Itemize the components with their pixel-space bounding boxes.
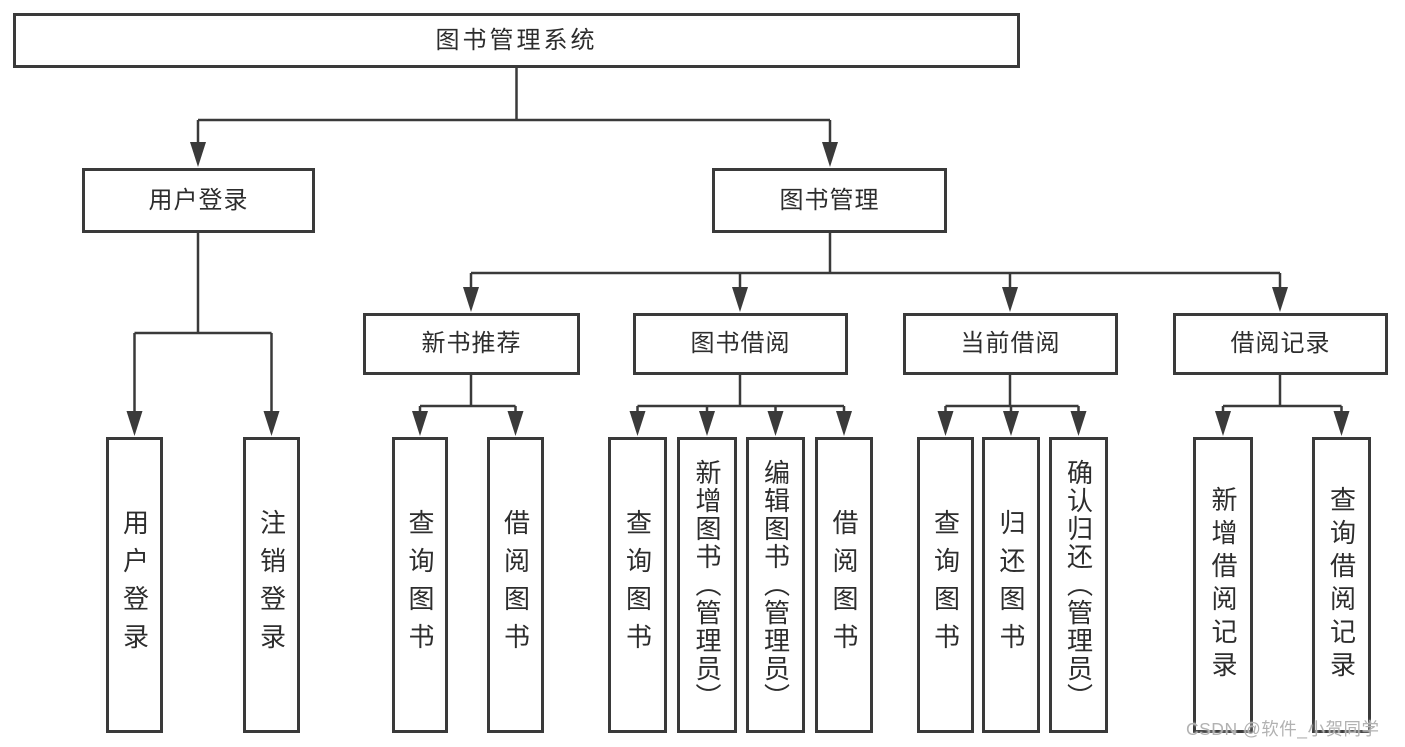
- node-label: 新增图书（管理员）: [692, 459, 722, 711]
- node-label: 借阅图书: [500, 509, 531, 661]
- node-label: 新增借阅记录: [1208, 486, 1238, 684]
- node-logout-leaf: 注销登录: [243, 437, 300, 733]
- arrowheads: [126, 142, 1350, 436]
- node-add-borrow-record: 新增借阅记录: [1193, 437, 1253, 733]
- node-user-login-leaf: 用户登录: [106, 437, 163, 733]
- node-label: 用户登录: [119, 509, 150, 661]
- node-return-books: 归还图书: [982, 437, 1040, 733]
- node-label: 查询图书: [930, 509, 961, 661]
- node-book-management-branch: 图书管理: [712, 168, 947, 233]
- node-label: 借阅图书: [829, 509, 859, 661]
- node-label: 确认归还（管理员）: [1063, 459, 1094, 711]
- node-new-book-recommend: 新书推荐: [363, 313, 580, 375]
- node-label: 注销登录: [256, 509, 287, 661]
- node-borrowing-records: 借阅记录: [1173, 313, 1388, 375]
- node-query-books-recommend: 查询图书: [392, 437, 448, 733]
- node-label: 查询图书: [405, 509, 435, 661]
- node-user-login-branch: 用户登录: [82, 168, 315, 233]
- node-label: 查询借阅记录: [1326, 486, 1357, 684]
- node-library-system-root: 图书管理系统: [13, 13, 1020, 68]
- node-label: 编辑图书（管理员）: [760, 459, 791, 711]
- node-borrow-books-recommend: 借阅图书: [487, 437, 544, 733]
- node-query-books-borrowing: 查询图书: [608, 437, 667, 733]
- node-query-borrow-record: 查询借阅记录: [1312, 437, 1371, 733]
- node-borrow-books-borrowing: 借阅图书: [815, 437, 873, 733]
- node-label: 查询图书: [622, 509, 653, 661]
- node-book-borrowing: 图书借阅: [633, 313, 848, 375]
- node-label: 归还图书: [996, 509, 1026, 661]
- node-edit-books-admin: 编辑图书（管理员）: [746, 437, 805, 733]
- node-confirm-return-admin: 确认归还（管理员）: [1049, 437, 1108, 733]
- watermark-text: CSDN @软件_小贺同学: [1186, 719, 1380, 739]
- node-current-borrowing: 当前借阅: [903, 313, 1118, 375]
- node-query-books-current: 查询图书: [917, 437, 974, 733]
- node-add-books-admin: 新增图书（管理员）: [677, 437, 737, 733]
